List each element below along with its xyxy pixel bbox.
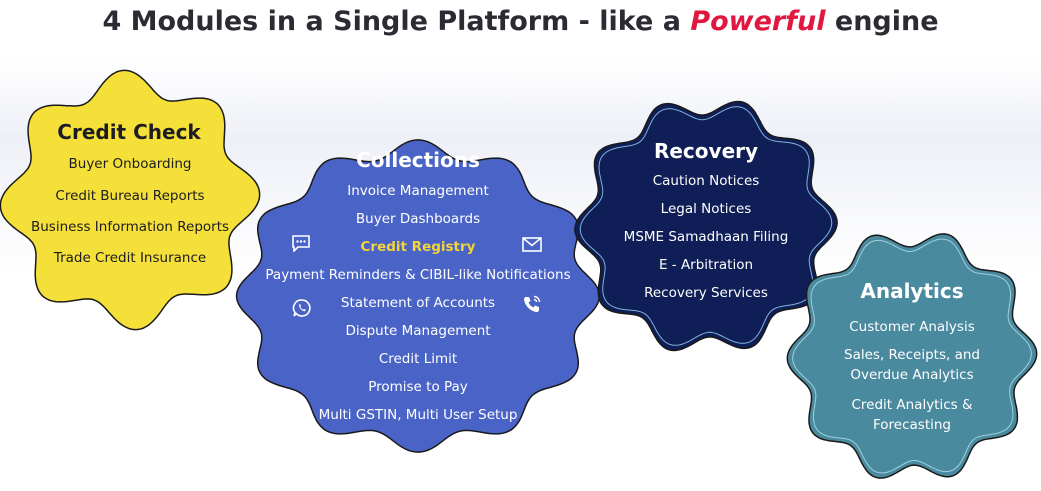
collections-item-highlight: Credit Registry xyxy=(360,239,476,255)
recovery-item: E - Arbitration xyxy=(658,257,754,273)
analytics-item: Credit Analytics & xyxy=(851,397,973,413)
collections-item: Buyer Dashboards xyxy=(355,211,481,227)
credit-check-item: Trade Credit Insurance xyxy=(53,250,207,266)
collections-item: Multi GSTIN, Multi User Setup xyxy=(318,407,518,423)
analytics-gear-outline xyxy=(792,238,1032,474)
recovery-item: Caution Notices xyxy=(652,173,760,189)
credit-check-gear xyxy=(0,69,261,331)
credit-check-heading: Credit Check xyxy=(57,120,201,144)
analytics-gear xyxy=(786,233,1038,479)
whatsapp-icon xyxy=(291,297,313,319)
page-title: 4 Modules in a Single Platform - like a … xyxy=(102,6,939,37)
credit-check-item: Buyer Onboarding xyxy=(68,156,192,172)
envelope-icon xyxy=(521,235,543,253)
collections-heading: Collections xyxy=(356,148,480,172)
phone-call-icon xyxy=(521,293,543,315)
recovery-item: MSME Samadhaan Filing xyxy=(623,229,789,245)
chat-bubble-icon xyxy=(290,233,312,253)
recovery-item: Recovery Services xyxy=(644,285,768,301)
title-emphasis: Powerful xyxy=(690,6,826,37)
collections-item: Invoice Management xyxy=(347,183,489,199)
collections-gear xyxy=(235,139,601,453)
collections-item: Statement of Accounts xyxy=(340,295,496,311)
collections-item: Dispute Management xyxy=(345,323,491,339)
recovery-gear xyxy=(574,100,838,352)
recovery-gear-outline xyxy=(579,106,833,346)
collections-item: Promise to Pay xyxy=(368,379,468,395)
analytics-item: Sales, Receipts, and xyxy=(844,347,980,363)
analytics-heading: Analytics xyxy=(860,279,964,303)
analytics-item: Customer Analysis xyxy=(849,319,975,335)
collections-item: Credit Limit xyxy=(378,351,458,367)
recovery-heading: Recovery xyxy=(653,139,759,163)
collections-item: Payment Reminders & CIBIL-like Notificat… xyxy=(265,267,571,283)
credit-check-item: Business Information Reports xyxy=(30,219,230,235)
analytics-item: Overdue Analytics xyxy=(850,367,974,383)
credit-check-item: Credit Bureau Reports xyxy=(55,188,205,204)
analytics-item: Forecasting xyxy=(872,417,952,433)
recovery-item: Legal Notices xyxy=(660,201,752,217)
